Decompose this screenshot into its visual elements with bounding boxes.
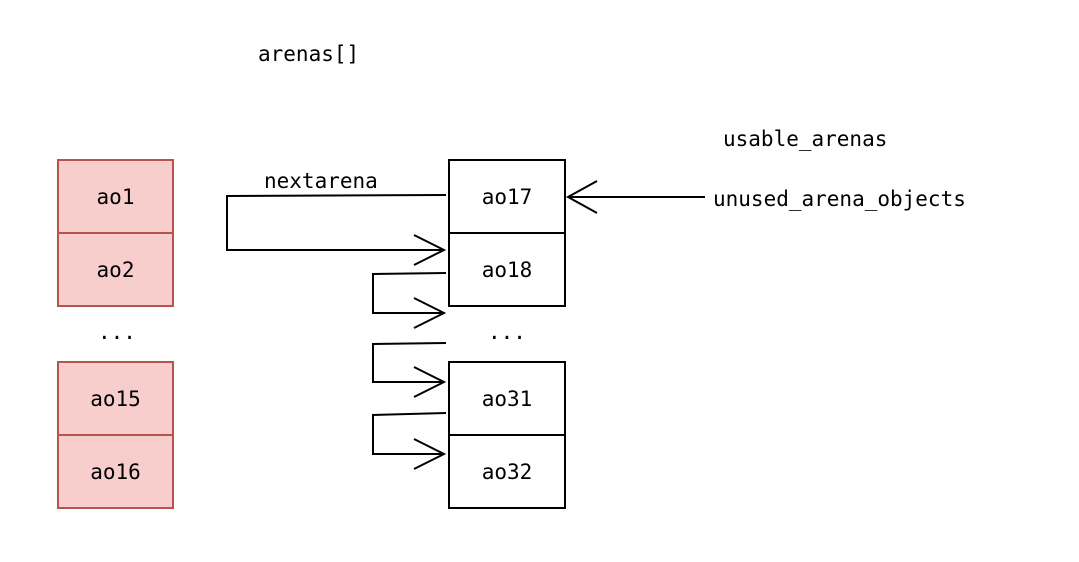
right-ellipsis: ... <box>488 320 526 344</box>
nextarena-arrowhead-ellipsis-ao31 <box>413 366 447 398</box>
arena-object-ao17: ao17 <box>448 159 566 234</box>
unused-arena-objects-label: unused_arena_objects <box>713 187 966 211</box>
arena-object-ao2: ao2 <box>57 232 174 307</box>
nextarena-arrow-ao17-ao18 <box>226 194 447 251</box>
unused-arena-objects-arrowhead <box>565 180 598 214</box>
nextarena-arrow-ao31-ao32 <box>372 412 447 455</box>
left-ellipsis: ... <box>98 320 136 344</box>
usable-arenas-label: usable_arenas <box>723 127 888 151</box>
arena-object-ao16: ao16 <box>57 434 174 509</box>
nextarena-arrowhead-ao18-ellipsis <box>413 297 447 329</box>
arena-object-ao31: ao31 <box>448 361 566 436</box>
nextarena-arrow-ellipsis-ao31 <box>372 342 447 383</box>
nextarena-label: nextarena <box>264 169 378 193</box>
arenas-label: arenas[] <box>258 42 360 66</box>
arena-object-ao32: ao32 <box>448 434 566 509</box>
nextarena-arrowhead-ao31-ao32 <box>413 438 447 470</box>
nextarena-arrowhead-ao17-ao18 <box>413 234 447 266</box>
arena-object-ao18: ao18 <box>448 232 566 307</box>
nextarena-arrow-ao18-ellipsis <box>372 272 447 314</box>
